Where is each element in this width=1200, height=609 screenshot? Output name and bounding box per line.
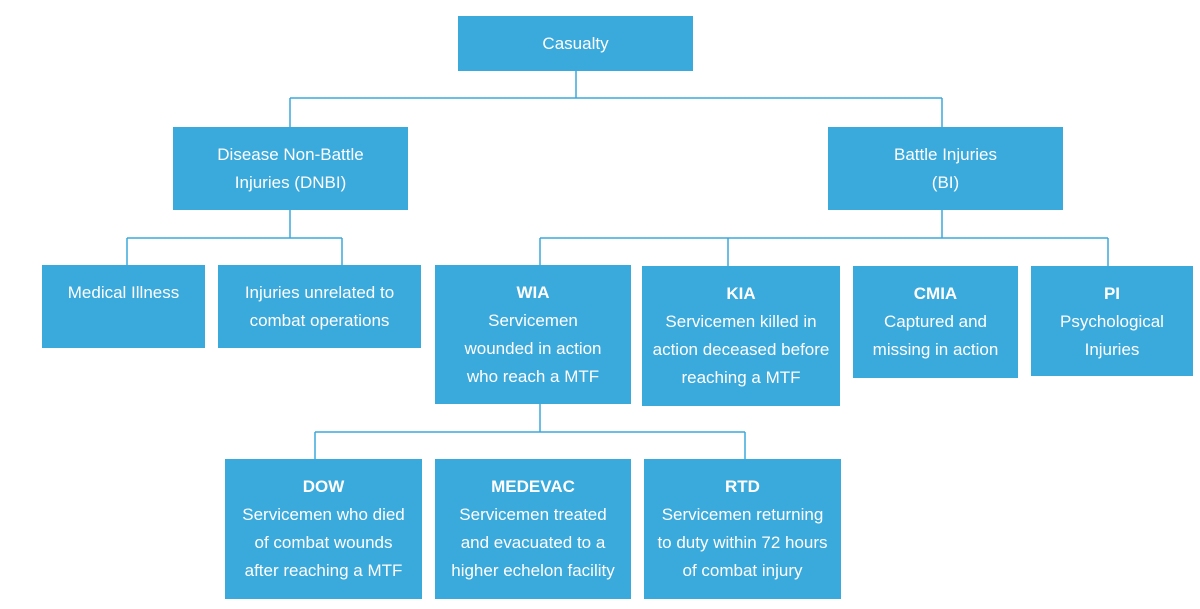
node-text-line: who reach a MTF	[466, 367, 600, 386]
node-text-line: Servicemen killed in	[665, 312, 817, 331]
node-text-line: Servicemen who died	[242, 505, 405, 524]
node-text-line: Injuries	[1084, 340, 1140, 359]
node-casualty: Casualty	[458, 16, 693, 71]
node-cmia: CMIA Captured and missing in action	[853, 266, 1018, 378]
node-medical-illness: Medical Illness	[42, 265, 205, 348]
node-text-line: combat operations	[249, 311, 390, 330]
node-title: RTD	[725, 477, 760, 496]
node-text-line: of combat wounds	[254, 533, 393, 552]
node-text-line: higher echelon facility	[451, 561, 615, 580]
node-text-line: (BI)	[931, 172, 960, 192]
node-text-line: Servicemen treated	[459, 505, 607, 524]
node-title: DOW	[302, 477, 345, 496]
node-title: PI	[1103, 284, 1121, 303]
node-injuries-unrelated: Injuries unrelated to combat operations	[218, 265, 421, 348]
node-text-line: of combat injury	[682, 561, 803, 580]
node-rtd: RTD Servicemen returning to duty within 72…	[644, 459, 841, 599]
node-bi: Battle Injuries (BI)	[828, 127, 1063, 210]
node-text-line: Captured and	[883, 312, 988, 331]
node-text-line: Casualty	[542, 33, 609, 53]
node-text-line: wounded in action	[464, 339, 602, 358]
node-dow: DOW Servicemen who died of combat wounds af…	[225, 459, 422, 599]
node-text-line: Injuries (DNBI)	[234, 172, 347, 192]
node-text-line: Battle Injuries	[894, 144, 997, 164]
node-text-line: to duty within 72 hours	[657, 533, 828, 552]
node-text-line: reaching a MTF	[681, 368, 801, 387]
node-title: KIA	[726, 284, 756, 303]
node-kia: KIA Servicemen killed in action deceased b…	[642, 266, 840, 406]
node-text-line: Psychological	[1060, 312, 1164, 331]
node-text-line: after reaching a MTF	[244, 561, 403, 580]
node-text-line: and evacuated to a	[460, 533, 606, 552]
node-text-line: Medical Illness	[67, 283, 180, 302]
node-medevac: MEDEVAC Servicemen treated and evacuated t…	[435, 459, 631, 599]
node-title: MEDEVAC	[491, 477, 575, 496]
node-text-line: action deceased before	[652, 340, 830, 359]
node-title: WIA	[516, 283, 550, 302]
node-text-line: Injuries unrelated to	[244, 283, 395, 302]
node-text-line: Servicemen returning	[661, 505, 824, 524]
node-text-line: Disease Non-Battle	[217, 144, 364, 164]
node-title: CMIA	[913, 284, 958, 303]
node-text-line: Servicemen	[488, 311, 578, 330]
node-wia: WIA Servicemen wounded in action who reach …	[435, 265, 631, 404]
node-text-line: missing in action	[872, 340, 999, 359]
